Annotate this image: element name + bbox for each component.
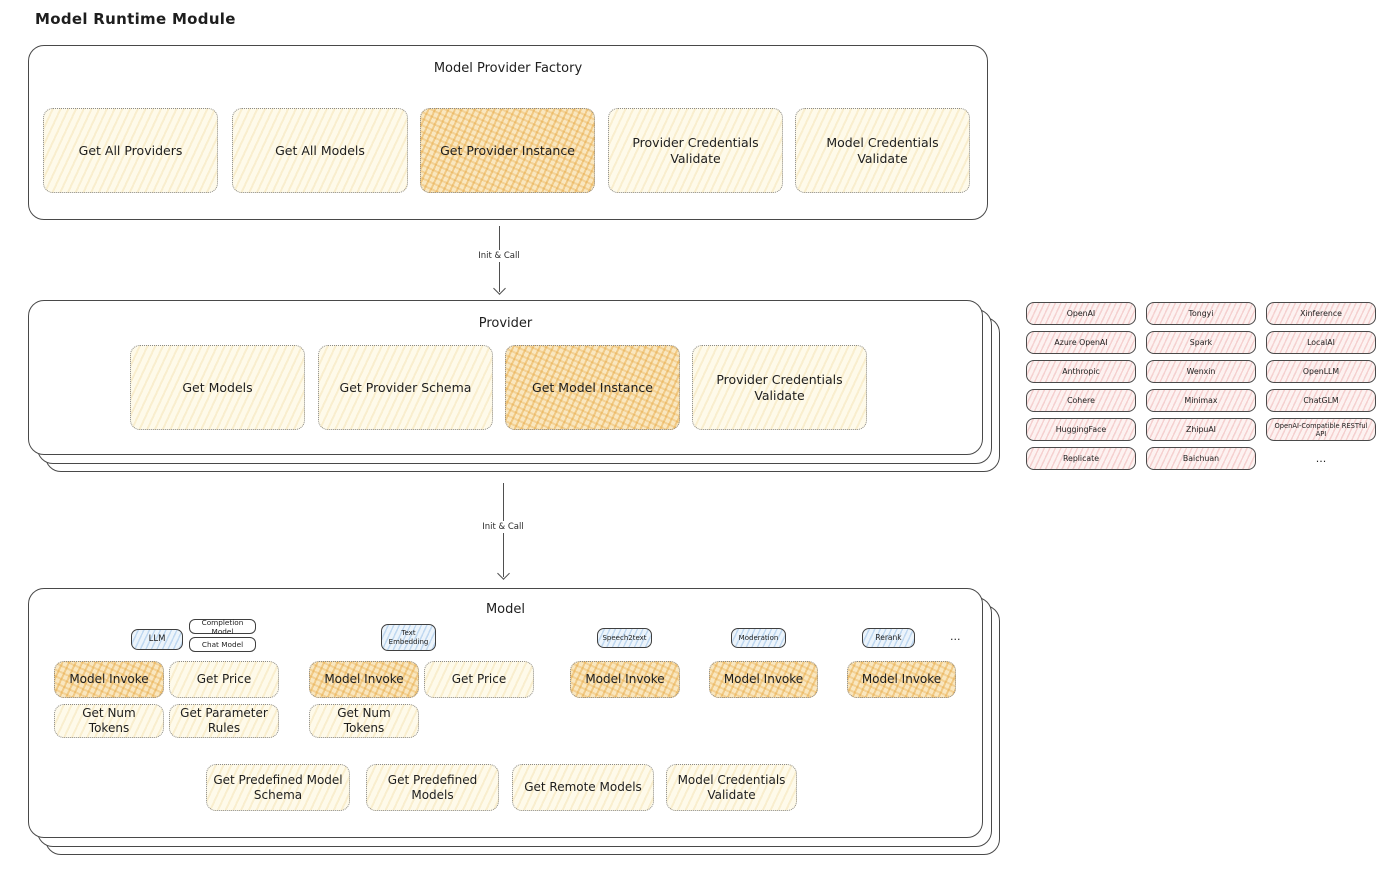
button-provider-credentials-validate-2: Provider Credentials Validate: [692, 345, 867, 430]
tab-speech2text: Speech2text: [597, 628, 652, 648]
model-section: Model LLM Completion Model Chat Model Te…: [28, 588, 1000, 855]
provider-pill-openai-compatible: OpenAI-Compatible RESTful API: [1266, 418, 1376, 441]
factory-section: Model Provider Factory Get All Providers…: [28, 45, 988, 220]
button-rerank-model-invoke: Model Invoke: [847, 661, 956, 698]
button-provider-credentials-validate: Provider Credentials Validate: [608, 108, 783, 193]
tabs-more: ...: [950, 630, 961, 643]
provider-pill-xinference: Xinference: [1266, 302, 1376, 325]
button-te-model-invoke: Model Invoke: [309, 661, 419, 698]
button-get-model-instance: Get Model Instance: [505, 345, 680, 430]
model-title: Model: [485, 602, 526, 617]
button-te-get-price: Get Price: [424, 661, 534, 698]
button-model-credentials-validate: Model Credentials Validate: [795, 108, 970, 193]
button-model-credentials-validate-2: Model Credentials Validate: [666, 764, 797, 811]
provider-pill-localai: LocalAI: [1266, 331, 1376, 354]
provider-pill-anthropic: Anthropic: [1026, 360, 1136, 383]
provider-section: Provider Get Models Get Provider Schema …: [28, 300, 1000, 472]
button-llm-model-invoke: Model Invoke: [54, 661, 164, 698]
arrow-label-init-call-2: Init & Call: [478, 521, 528, 533]
button-llm-get-num-tokens: Get Num Tokens: [54, 704, 164, 738]
button-llm-get-price: Get Price: [169, 661, 279, 698]
provider-pill-zhipuai: ZhipuAI: [1146, 418, 1256, 441]
button-get-all-models: Get All Models: [232, 108, 408, 193]
tab-completion-model: Completion Model: [189, 618, 256, 636]
provider-pill-cohere: Cohere: [1026, 389, 1136, 412]
tab-rerank: Rerank: [862, 628, 915, 648]
factory-title: Model Provider Factory: [433, 61, 583, 76]
providers-grid: OpenAI Tongyi Xinference Azure OpenAI Sp…: [1026, 302, 1376, 470]
providers-grid-more: ...: [1315, 452, 1327, 465]
provider-pill-openllm: OpenLLM: [1266, 360, 1376, 383]
provider-pill-azure-openai: Azure OpenAI: [1026, 331, 1136, 354]
button-get-all-providers: Get All Providers: [43, 108, 218, 193]
button-get-predefined-models: Get Predefined Models: [366, 764, 499, 811]
button-get-remote-models: Get Remote Models: [512, 764, 654, 811]
button-get-provider-instance: Get Provider Instance: [420, 108, 595, 193]
button-get-provider-schema: Get Provider Schema: [318, 345, 493, 430]
button-mod-model-invoke: Model Invoke: [709, 661, 818, 698]
arrow-label-init-call-1: Init & Call: [474, 250, 524, 262]
provider-pill-tongyi: Tongyi: [1146, 302, 1256, 325]
diagram-title: Model Runtime Module: [35, 10, 236, 28]
button-get-predefined-model-schema: Get Predefined Model Schema: [206, 764, 350, 811]
provider-title: Provider: [478, 316, 533, 331]
tab-chat-model: Chat Model: [189, 637, 256, 652]
arrow-head-icon: [493, 282, 506, 295]
provider-pill-openai: OpenAI: [1026, 302, 1136, 325]
arrow-head-icon: [497, 567, 510, 580]
tab-llm: LLM: [131, 629, 183, 650]
tab-text-embedding: Text Embedding: [381, 624, 436, 651]
provider-pill-chatglm: ChatGLM: [1266, 389, 1376, 412]
provider-pill-baichuan: Baichuan: [1146, 447, 1256, 470]
provider-pill-spark: Spark: [1146, 331, 1256, 354]
button-get-models: Get Models: [130, 345, 305, 430]
provider-pill-huggingface: HuggingFace: [1026, 418, 1136, 441]
provider-pill-replicate: Replicate: [1026, 447, 1136, 470]
button-s2t-model-invoke: Model Invoke: [570, 661, 680, 698]
tab-moderation: Moderation: [731, 628, 786, 648]
provider-pill-wenxin: Wenxin: [1146, 360, 1256, 383]
button-te-get-num-tokens: Get Num Tokens: [309, 704, 419, 738]
button-llm-get-parameter-rules: Get Parameter Rules: [169, 704, 279, 738]
provider-pill-minimax: Minimax: [1146, 389, 1256, 412]
